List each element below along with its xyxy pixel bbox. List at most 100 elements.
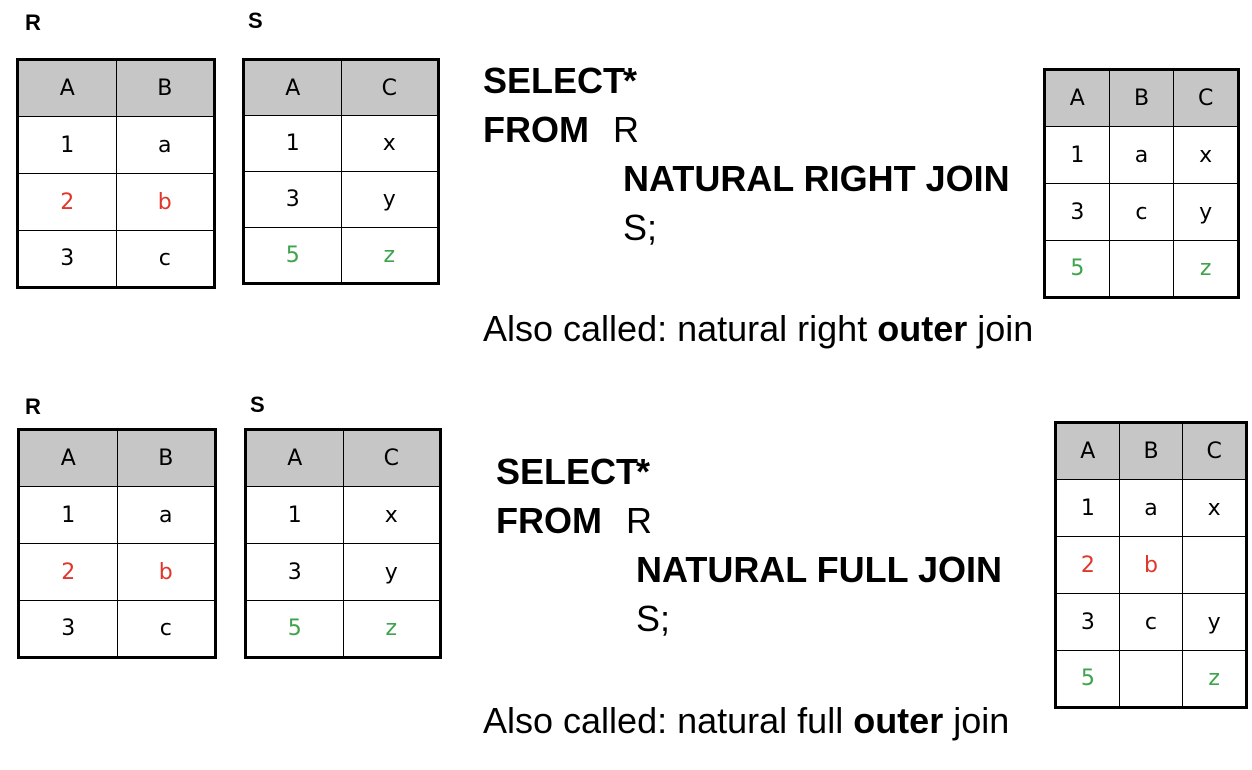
table-cell [1118, 650, 1184, 708]
relation-s-ref: S; [623, 207, 658, 248]
table-cell: z [1173, 240, 1239, 298]
relation-r-label: R [25, 10, 41, 35]
table-cell: z [342, 600, 441, 658]
table-cell: 2 [17, 173, 117, 231]
table-cell: b [1118, 536, 1184, 594]
column-header: B [1118, 422, 1184, 480]
table-cell: 1 [1044, 126, 1110, 184]
alias-note: Also called: natural right outer join [483, 308, 1033, 350]
table-cell: 5 [245, 600, 344, 658]
table-cell: x [1182, 479, 1247, 537]
column-header: B [115, 59, 215, 117]
table-cell: c [116, 600, 216, 658]
from-keyword: FROM [496, 500, 602, 541]
table-cell: x [342, 486, 441, 544]
column-header: C [1173, 69, 1239, 127]
alias-note-outer: outer [877, 308, 968, 349]
alias-note-prefix: Also called: natural full [483, 700, 854, 741]
table-cell [1182, 536, 1247, 594]
table-cell: 3 [18, 600, 118, 658]
table-cell: 1 [18, 486, 118, 544]
from-keyword: FROM [483, 109, 589, 150]
alias-note-suffix: join [943, 700, 1010, 741]
table-cell: y [1173, 183, 1239, 241]
column-header: A [1055, 422, 1120, 480]
table-cell: 1 [245, 486, 344, 544]
column-header: B [1108, 69, 1175, 127]
table-cell: 5 [1044, 240, 1110, 298]
table-cell: b [115, 173, 215, 231]
star-symbol: * [636, 451, 651, 492]
table-cell: c [1118, 593, 1184, 651]
table-cell: 2 [18, 543, 118, 601]
table-cell: a [1118, 479, 1184, 537]
table-cell: 3 [1044, 183, 1110, 241]
table-cell: y [340, 171, 439, 228]
table-cell: c [1108, 183, 1175, 241]
select-keyword: SELECT [483, 60, 626, 101]
table-cell: 3 [245, 543, 344, 601]
relation-r-label: R [25, 394, 41, 419]
join-keyword: NATURAL RIGHT JOIN [623, 158, 1010, 199]
alias-note-outer: outer [853, 700, 944, 741]
select-keyword: SELECT [496, 451, 639, 492]
relation-r-ref: R [613, 109, 639, 150]
column-header: B [116, 429, 216, 487]
table-cell: 5 [243, 227, 342, 284]
table-cell: y [342, 543, 441, 601]
table-cell [1108, 240, 1175, 298]
relation-r-ref: R [626, 500, 652, 541]
column-header: A [245, 429, 344, 487]
column-header: C [1182, 422, 1247, 480]
column-header: A [1044, 69, 1110, 127]
relation-s-ref: S; [636, 598, 671, 639]
table-cell: x [1173, 126, 1239, 184]
table-cell: z [340, 227, 439, 284]
table-cell: 5 [1055, 650, 1120, 708]
table-cell: 3 [17, 230, 117, 288]
alias-note-prefix: Also called: natural right [483, 308, 878, 349]
table-cell: a [116, 486, 216, 544]
relation-s-label: S [250, 392, 265, 417]
table-cell: 1 [17, 116, 117, 174]
table-cell: 1 [1055, 479, 1120, 537]
table-cell: a [1108, 126, 1175, 184]
column-header: C [342, 429, 441, 487]
table-cell: 2 [1055, 536, 1120, 594]
table-cell: 1 [243, 115, 342, 172]
alias-note: Also called: natural full outer join [483, 700, 1009, 742]
table-cell: z [1182, 650, 1247, 708]
alias-note-suffix: join [967, 308, 1034, 349]
relation-s-label: S [248, 8, 263, 33]
join-keyword: NATURAL FULL JOIN [636, 549, 1002, 590]
